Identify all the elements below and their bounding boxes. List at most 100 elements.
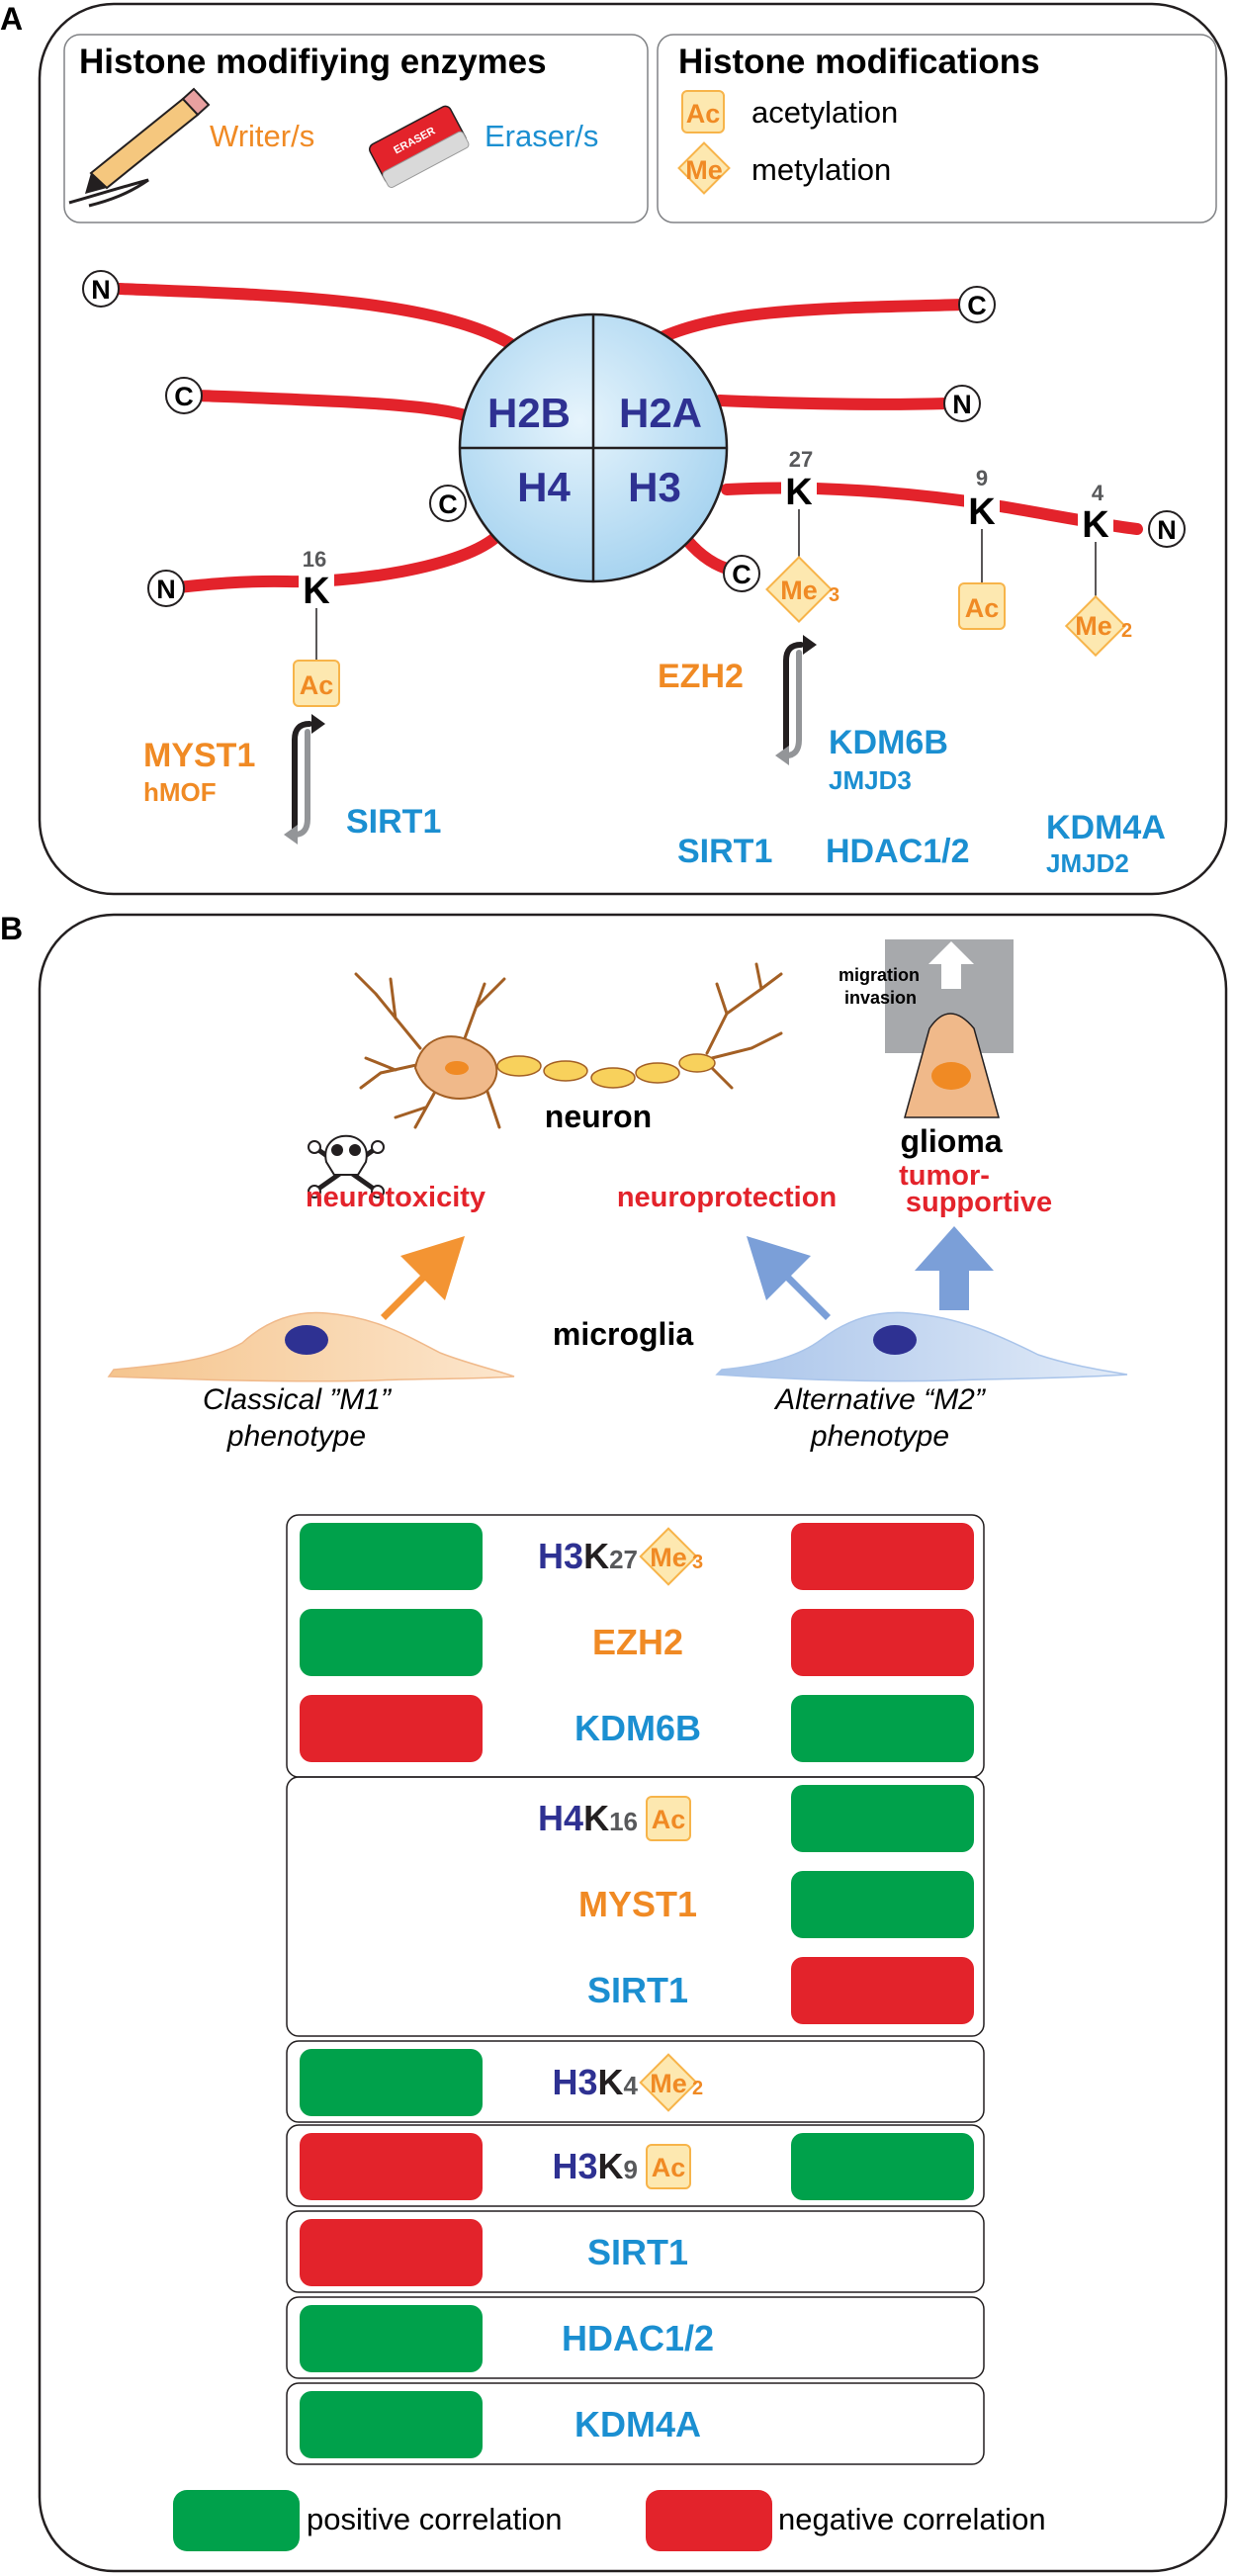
m2-phenotype-line1: Alternative “M2”: [773, 1383, 987, 1416]
m1-phenotype-line2: phenotype: [226, 1420, 366, 1453]
table-row: KDM4A: [300, 2391, 701, 2458]
table-row: HDAC1/2: [300, 2305, 714, 2372]
jmjd3-label: JMJD3: [829, 765, 912, 795]
row-enzyme-label: KDM4A: [574, 2404, 701, 2444]
k16-ac-text: Ac: [300, 670, 334, 700]
histone-h4: H4: [517, 464, 571, 510]
k16-ac-badge: Ac: [293, 660, 340, 707]
neuron-illustration: [354, 962, 783, 1129]
m1-negative-cell: [300, 1695, 483, 1762]
neuroprotection-label: neuroprotection: [617, 1182, 837, 1213]
m2-negative-cell: [791, 1957, 974, 2024]
m2-positive-cell: [791, 2133, 974, 2200]
tumor-supportive-line2: supportive: [906, 1187, 1052, 1218]
eraser-label: Eraser/s: [485, 119, 598, 153]
row-badge-text: Me: [650, 2069, 687, 2098]
glioma-label: glioma: [900, 1123, 1002, 1159]
histone-h2a: H2A: [619, 390, 702, 436]
k4-bg: [1078, 502, 1113, 542]
row-badge-subscript: 3: [692, 1552, 703, 1573]
table-row: MYST1: [578, 1871, 974, 1938]
myst1-label: MYST1: [143, 737, 255, 774]
row-enzyme-label: SIRT1: [587, 2232, 688, 2272]
terminal-h3-n: N: [1157, 515, 1177, 545]
row-badge-subscript: 2: [692, 2078, 703, 2099]
modifications-legend-box: [657, 34, 1217, 223]
hmof-label: hMOF: [143, 777, 217, 807]
acetylation-label: acetylation: [751, 95, 898, 130]
k9-ac-text: Ac: [965, 593, 1000, 623]
histone-h2b: H2B: [487, 390, 571, 436]
m1-microglia-nucleus: [285, 1325, 328, 1355]
k9-bg: [964, 489, 1000, 529]
row-badge-text: Me: [650, 1543, 687, 1572]
row-enzyme-label: MYST1: [578, 1884, 697, 1924]
row-badge-text: Ac: [652, 1805, 686, 1834]
methylation-badge: [639, 1527, 698, 1586]
histone-h3: H3: [628, 464, 681, 510]
k9-ac-badge: Ac: [958, 582, 1006, 630]
m1-positive-cell: [300, 2049, 483, 2116]
k27-me3-text: Me: [780, 576, 818, 605]
table-row: H4K16 Ac: [538, 1785, 974, 1852]
h3-k9-number: 9: [976, 466, 988, 490]
row-badge-text: Ac: [652, 2153, 686, 2182]
k27-me3-badge: Me 3: [765, 556, 839, 623]
h4-k16-lysine: K: [303, 571, 330, 612]
sirt1-h4-label: SIRT1: [346, 803, 441, 841]
terminal-h2b-n: N: [91, 275, 111, 305]
h3k27-cycle-arrows: [775, 635, 817, 765]
modifications-legend-title: Histone modifications: [678, 43, 1040, 81]
terminal-h2a-n: N: [952, 390, 972, 419]
pencil-icon: [68, 87, 211, 208]
terminal-h2b-c: C: [174, 382, 194, 411]
sirt1-h3-label: SIRT1: [677, 833, 772, 870]
table-row: SIRT1: [587, 1957, 974, 2024]
h3-k9-lysine: K: [968, 491, 996, 533]
k27-bg: [781, 470, 817, 509]
microglia-label: microglia: [553, 1316, 693, 1352]
h4k16-cycle-arrows: [284, 714, 325, 844]
row-enzyme-label: SIRT1: [587, 1970, 688, 2010]
k16-bg: [299, 569, 334, 608]
k27-me3-sub: 3: [829, 584, 839, 606]
table-row: SIRT1: [300, 2219, 688, 2286]
jmjd2-label: JMJD2: [1046, 848, 1129, 878]
kdm6b-label: KDM6B: [829, 724, 948, 761]
m2-protection-arrow: [747, 1236, 831, 1320]
m2-phenotype-line2: phenotype: [810, 1420, 949, 1453]
kdm4a-label: KDM4A: [1046, 809, 1166, 846]
m1-positive-cell: [300, 1523, 483, 1590]
panel-b-label: B: [0, 911, 23, 946]
acetylation-badge: Ac: [681, 90, 725, 133]
k4-me2-badge: Me 2: [1064, 594, 1132, 658]
row-mark-label: H4K16: [538, 1798, 638, 1838]
h3-k27-lysine: K: [785, 472, 813, 513]
panel-b-frame: [38, 913, 1228, 2573]
m2-negative-cell: [791, 1523, 974, 1590]
terminal-h3-c: C: [732, 560, 751, 589]
legend-negative-swatch: [646, 2490, 772, 2551]
m2-positive-cell: [791, 1695, 974, 1762]
h3-k4-number: 4: [1092, 481, 1104, 505]
acetylation-badge-text: Ac: [686, 99, 721, 129]
m1-positive-cell: [300, 2391, 483, 2458]
glioma-illustration: [885, 939, 1014, 1118]
terminal-h4-c: C: [438, 489, 458, 519]
tumor-supportive-line1: tumor-: [899, 1160, 990, 1192]
row-enzyme-label: HDAC1/2: [562, 2318, 714, 2358]
m2-microglia-nucleus: [873, 1325, 917, 1355]
table-row: EZH2: [300, 1609, 974, 1676]
methylation-badge: [639, 2053, 698, 2112]
ezh2-label: EZH2: [658, 658, 744, 695]
h4-k16-number: 16: [303, 547, 326, 572]
acetylation-badge: [646, 2144, 691, 2189]
lysine-connectors: [315, 509, 1097, 661]
h3-k4-lysine: K: [1082, 504, 1109, 546]
writer-label: Writer/s: [210, 119, 314, 153]
methylation-badge: Me: [677, 141, 731, 195]
terminal-h4-n: N: [156, 575, 176, 604]
